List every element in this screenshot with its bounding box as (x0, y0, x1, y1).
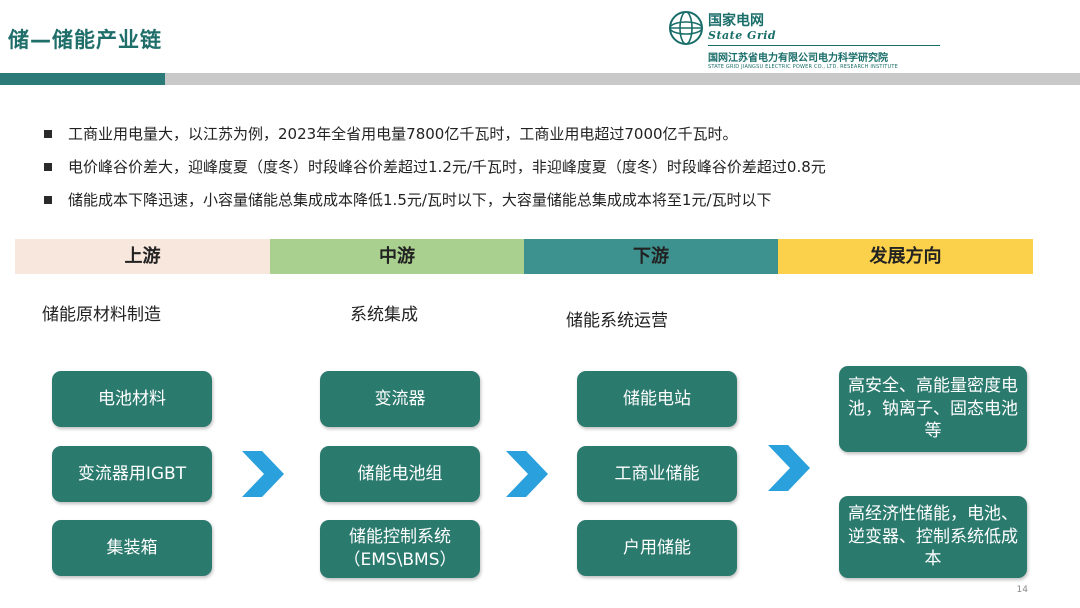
downstream-subtitle: 储能系统运营 (566, 311, 668, 331)
bullet-square-icon (44, 130, 52, 138)
upstream-item: 集装箱 (52, 520, 212, 576)
header-bar-gray (165, 73, 1080, 85)
downstream-item: 储能电站 (577, 371, 737, 427)
midstream-item: 储能控制系统（EMS\BMS） (320, 520, 480, 578)
direction-item: 高经济性储能，电池、逆变器、控制系统低成本 (839, 496, 1027, 578)
band-downstream: 下游 (524, 239, 778, 274)
bullet-item: 电价峰谷价差大，迎峰度夏（度冬）时段峰谷价差超过1.2元/千瓦时，非迎峰度夏（度… (44, 156, 1044, 189)
page-number: 14 (1016, 585, 1028, 595)
bullet-square-icon (44, 196, 52, 204)
upstream-item: 电池材料 (52, 371, 212, 427)
band-midstream: 中游 (270, 239, 524, 274)
downstream-item: 工商业储能 (577, 446, 737, 502)
logo-divider (708, 45, 940, 46)
state-grid-emblem-icon (669, 11, 703, 45)
band-upstream: 上游 (15, 239, 270, 274)
bullet-list: 工商业用电量大，以江苏为例，2023年全省用电量7800亿千瓦时，工商业用电超过… (44, 123, 1044, 222)
bullet-text: 工商业用电量大，以江苏为例，2023年全省用电量7800亿千瓦时，工商业用电超过… (68, 125, 738, 143)
state-grid-logo: 国家电网 State Grid 国网江苏省电力有限公司电力科学研究院 STATE… (668, 8, 958, 70)
bullet-text: 储能成本下降迅速，小容量储能总集成成本降低1.5元/瓦时以下，大容量储能总集成成… (68, 191, 772, 209)
bullet-square-icon (44, 163, 52, 171)
bullet-text: 电价峰谷价差大，迎峰度夏（度冬）时段峰谷价差超过1.2元/千瓦时，非迎峰度夏（度… (68, 158, 826, 176)
page-title: 储—储能产业链 (8, 28, 162, 52)
logo-institute: 国网江苏省电力有限公司电力科学研究院 (708, 53, 888, 64)
bullet-item: 工商业用电量大，以江苏为例，2023年全省用电量7800亿千瓦时，工商业用电超过… (44, 123, 1044, 156)
direction-item: 高安全、高能量密度电池，钠离子、固态电池等 (839, 366, 1027, 452)
logo-institute-en: STATE GRID JIANGSU ELECTRIC POWER CO., L… (708, 64, 899, 70)
upstream-item: 变流器用IGBT (52, 446, 212, 502)
midstream-subtitle: 系统集成 (350, 305, 418, 325)
chevron-right-icon (242, 451, 284, 497)
bullet-item: 储能成本下降迅速，小容量储能总集成成本降低1.5元/瓦时以下，大容量储能总集成成… (44, 189, 1044, 222)
chevron-right-icon (506, 451, 548, 497)
logo-en-text: State Grid (708, 29, 777, 42)
logo-cn-text: 国家电网 (708, 13, 764, 29)
header-bar-accent (0, 73, 165, 85)
upstream-subtitle: 储能原材料制造 (42, 305, 161, 325)
downstream-item: 户用储能 (577, 520, 737, 576)
midstream-item: 变流器 (320, 371, 480, 427)
band-direction: 发展方向 (778, 239, 1033, 274)
midstream-item: 储能电池组 (320, 446, 480, 502)
chevron-right-icon (768, 445, 810, 491)
